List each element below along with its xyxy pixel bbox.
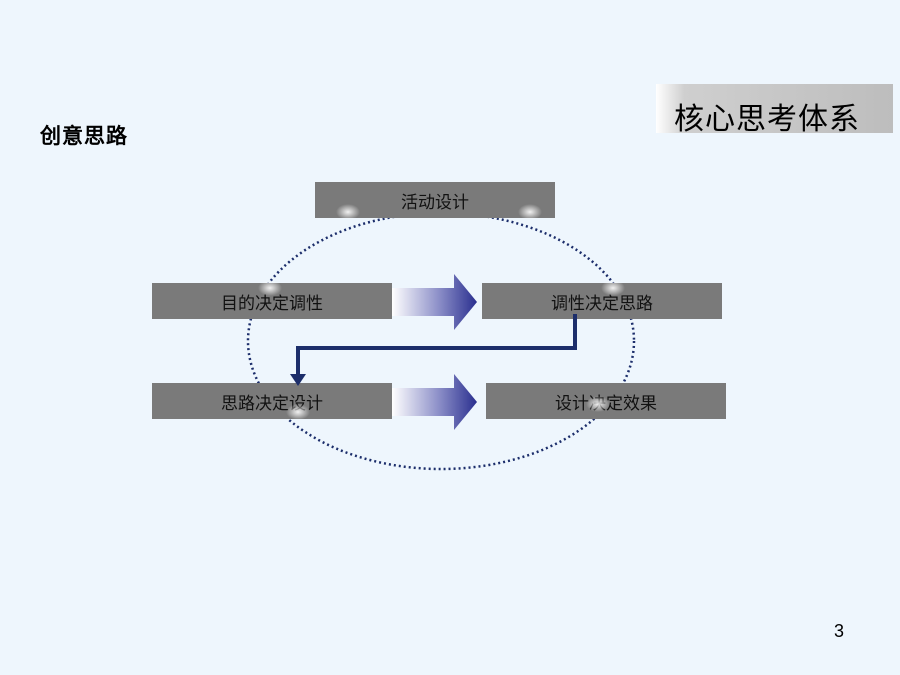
cycle-ellipse bbox=[246, 211, 636, 471]
arrow-right-top bbox=[392, 274, 477, 330]
glow-top-left bbox=[336, 204, 360, 220]
elbow-connector-arrowhead bbox=[290, 374, 306, 386]
node-purpose-decides-tone: 目的决定调性 bbox=[152, 283, 392, 319]
glow-low-right bbox=[586, 396, 610, 412]
slide-subtitle: 创意思路 bbox=[40, 124, 128, 148]
arrow-right-bottom bbox=[392, 374, 477, 430]
page-number: 3 bbox=[834, 621, 845, 641]
node-approach-decides-design: 思路决定设计 bbox=[152, 383, 392, 419]
title-bar bbox=[656, 84, 893, 133]
elbow-connector bbox=[296, 314, 577, 376]
glow-mid-left bbox=[258, 280, 282, 296]
slide-title: 核心思考体系 bbox=[674, 102, 860, 137]
glow-mid-right bbox=[601, 280, 625, 296]
glow-top-right bbox=[518, 204, 542, 220]
glow-low-left bbox=[286, 404, 310, 420]
